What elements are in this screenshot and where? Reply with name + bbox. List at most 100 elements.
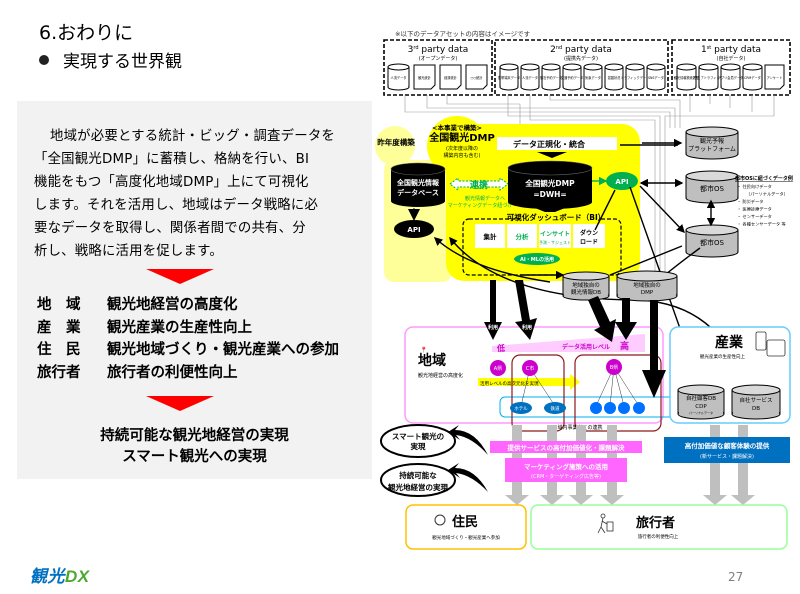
group-title: 3rd party data [408,45,469,55]
node-railway [544,402,566,414]
dwh-cylinder: 全国観光DMP =DWH= [507,160,593,209]
data-cylinder: 気象データ [583,63,603,91]
data-item-label: 携帯端末データ [498,75,520,80]
svg-text:データベース: データベース [397,188,439,197]
svg-text:DMP: DMP [641,290,654,296]
data-item-label: 混雑状況 [608,75,622,80]
curved-arrow-icon [448,463,488,492]
dashboard-title-bg [520,212,600,222]
svg-text:C市: C市 [526,365,535,372]
data-item-label: 交通予約データ [561,75,583,80]
data-cylinder: 携帯端末データ [498,63,520,91]
api-right-button[interactable] [606,172,638,190]
para-line: 地域が必要とする統計・ビッグ・調査データを [50,129,335,144]
svg-text:観光情報DB: 観光情報DB [571,288,601,296]
data-item-label: 気象データ [585,75,601,80]
svg-text:ダウン: ダウン [580,229,598,237]
third-party-group: 3rd party data (オープンデータ) [383,39,493,96]
data-cylinder: CRMデータ [742,63,763,91]
customer-db-cylinder: 自社顧客DB CDP パーソナルデータ [677,384,725,420]
data-item-label: 人流データ [391,75,407,80]
travelers-box [530,504,788,550]
data-document: 経済統計 [439,64,462,90]
city-os-note-item: ・ 医療診療データ [737,206,772,213]
kanko-dx-logo: 観光DX [30,562,90,587]
data-item-label: 経済統計 [444,75,458,80]
svg-text:インサイト: インサイト [540,231,570,238]
logo-part: DX [65,567,90,586]
region-title: 地域 [418,352,446,369]
para-line: 要なデータを取得し、関係者間での共有、分 [34,221,306,236]
data-document: ○○統計 [465,64,488,90]
down-arrow-icon [146,269,214,284]
service-value-box [490,441,642,453]
data-item-label: CRMデータ [744,75,761,80]
api-left-button[interactable] [394,220,434,238]
this-project-sub: (次年度以降の [446,145,478,152]
group-sub: (自社データ) [717,55,746,62]
svg-text:地域独自の: 地域独自の [572,281,600,289]
c-city-group [511,354,565,432]
residents-sub: 観光地域づくり・観光産業へ参加 [432,534,500,541]
svg-text:ホテル: ホテル [514,406,528,412]
data-cylinder: 交通予約データ [561,63,583,91]
cylinder-label: 都市OS [700,184,725,193]
svg-text:(CRM・ターゲティング広告等): (CRM・ターゲティング広告等) [531,473,601,480]
data-item-label: アプリ会員データ [718,75,744,80]
data-item-label: ウェブトラフィック [694,75,723,80]
last-year-bubble [375,126,415,166]
data-cylinder: ウェブトラフィック [694,63,723,91]
this-project-bubble [427,116,487,176]
level-high: 高 [620,340,629,352]
data-cylinder: 宿泊予約データ [540,63,562,91]
svg-text:全国観光情報: 全国観光情報 [396,178,440,187]
node-b-pref [606,359,622,375]
svg-text:持続可能な: 持続可能な [399,470,437,480]
last-year-label: 昨年度構築 [377,137,415,147]
conclusion-line: スマート観光への実現 [122,449,267,465]
slide-title: 6.おわりに [39,22,134,44]
regional-dmp-cylinder: 地域独自の DMP [616,270,678,302]
list-item: 産 業観光産業の生産性向上 [37,319,252,336]
data-document: 観光統計 [413,64,436,90]
svg-text:スマート観光の: スマート観光の [392,431,444,441]
data-cylinder: SNSデータ [646,63,666,91]
regional-db-cylinder: 地域独自の 観光情報DB [562,271,610,301]
data-item-label: トラフィックデータ [621,75,650,80]
map-pin-icon: 📍 [420,346,427,354]
curved-arrow-icon [448,425,488,455]
bullet-icon [39,54,49,65]
svg-text:提供サービスの高付加価値化・課題解決: 提供サービスの高付加価値化・課題解決 [508,443,626,452]
data-item-label: アンケート [767,75,783,80]
node-business [633,402,645,414]
down-arrow-icon [146,396,214,411]
svg-text:自社サービス: 自社サービス [739,396,772,404]
svg-text:A県: A県 [494,366,502,372]
city-os-cylinder: 都市OS [685,170,739,204]
summary-panel: 地域が必要とする統計・ビッグ・調査データを 「全国観光DMP」に蓄積し、格納を行… [17,101,372,479]
cylinder-label: 観光予報 [700,137,724,145]
para-line: 「全国観光DMP」に蓄積し、格納を行い、BI [34,152,310,167]
value-experience-box [664,437,790,463]
svg-text:鉄道: 鉄道 [551,405,560,412]
level-label: データ活用レベル [562,343,610,351]
link-label: 連携 [470,179,488,191]
svg-text:パーソナルデータ: パーソナルデータ [689,410,713,415]
conclusion: 持続可能な観光地経営の実現 スマート観光への実現 [17,426,372,468]
data-item-label: 宿泊予約データ [540,75,562,80]
data-item-label: ○○統計 [471,75,484,80]
use-label: 利用 [487,324,498,331]
normalize-label: データ正規化・統合 [513,139,586,149]
advance-arrow [478,374,580,390]
svg-text:高付加価値な顧客体験の提供: 高付加価値な顧客体験の提供 [685,441,770,450]
svg-text:マーケティング施策への活用: マーケティング施策への活用 [524,462,608,471]
svg-text:地域独自の: 地域独自の [633,281,661,289]
this-project-label: <本事業で構築> [432,123,482,132]
city-os-note-item: ・ 住民向けデータ [737,183,772,190]
travelers-sub: 旅行者の利便性向上 [638,533,679,540]
node-business [618,402,630,414]
source-connectors [404,95,775,280]
this-project-title: 全国観光DMP [428,131,495,144]
normalize-box [497,137,617,150]
